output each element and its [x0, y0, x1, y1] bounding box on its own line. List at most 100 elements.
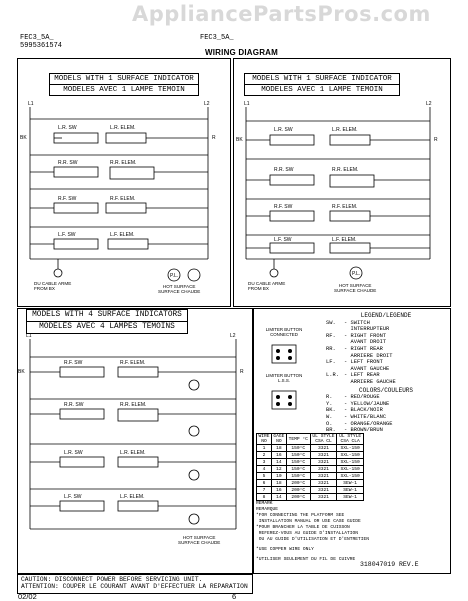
table-cell: 3321: [309, 465, 338, 473]
rr-sw-label: R.R. SW: [274, 167, 294, 173]
legend-item-abbr: LF.: [326, 359, 336, 366]
rr-sw-label: R.R. SW: [64, 402, 84, 408]
table-cell: 200°C: [285, 486, 311, 494]
diagram-top-right: MODELS WITH 1 SURFACE INDICATOR MODELES …: [233, 58, 451, 307]
remark-line: REFEREZ-VOUS AU GUIDE D'INSTALLATION: [256, 531, 358, 536]
pl-label: P.L.: [352, 271, 360, 277]
remark-line: *UTILISER SEULEMENT DU FIL DE CUIVRE: [256, 557, 356, 562]
l2-label: L2: [230, 333, 236, 339]
rr-sw-label: R.R. SW: [58, 160, 78, 166]
page-title: WIRING DIAGRAM: [205, 48, 279, 57]
hot-surface-label: HOT SURFACE SURFACE CHAUDE: [158, 284, 201, 294]
caution-line-en: CAUTION: DISCONNECT POWER BEFORE SERVICI…: [21, 576, 203, 583]
heading-line-fr: MODELES AVEC 1 LAMPE TEMOIN: [63, 86, 185, 94]
part-number: 5995361574: [20, 42, 63, 50]
table-cell: 3321: [309, 493, 338, 501]
color-item-row: R.- RED/ROUGE: [326, 394, 446, 401]
table-cell: 1: [256, 444, 272, 452]
legend-item-row: SW. - SWITCH INTERRUPTEUR: [326, 320, 446, 333]
bk-label: BK: [236, 137, 243, 143]
table-cell: 18: [270, 479, 287, 487]
table-cell: 5: [256, 472, 272, 480]
wire-table-header-cell: TEMP °C: [285, 433, 311, 445]
legend-item-text: - SWITCH INTERRUPTEUR: [344, 319, 390, 333]
color-item-abbr: Y.: [326, 400, 333, 407]
table-cell: 3: [256, 458, 272, 466]
color-item-text: - WHITE/BLANC: [344, 413, 387, 420]
table-cell: 3321: [309, 486, 338, 494]
rf-elem-label: R.F. ELEM.: [332, 204, 357, 210]
colors-title: COLORS/COULEURS: [358, 386, 413, 394]
limiter-connected-illustration: [271, 344, 297, 364]
schematic-top-right: L1 L2 L.R. SW L.R. ELEM. R.R. SW R.R. EL…: [236, 101, 438, 280]
table-cell: 8: [256, 493, 272, 501]
color-item-row: BR.- BROWN/BRUN: [326, 427, 446, 434]
heading-line-fr: MODELES AVEC 1 LAMPE TEMOIN: [261, 86, 383, 94]
color-item-text: - RED/ROUGE: [344, 394, 380, 401]
wire-table-header-cell: UL STYLE CSA CL: [309, 433, 338, 445]
table-cell: SXL-150: [336, 458, 364, 466]
page-number: 6: [232, 592, 237, 601]
rf-sw-label: R.F. SW: [274, 204, 293, 210]
diagram-top-right-heading: MODELS WITH 1 SURFACE INDICATOR MODELES …: [244, 73, 400, 96]
color-item-text: - ORANGE/ORANGE: [344, 420, 393, 427]
remark-title: REMARK: [256, 501, 273, 506]
heading-line-fr: MODELES AVEC 4 LAMPES TEMOINS: [39, 323, 175, 331]
color-item-row: O. - ORANGE/ORANGE: [326, 421, 446, 428]
legend-title: LEGEND/LEGENDE: [360, 312, 412, 319]
diagram-bottom-left: MODELS WITH 4 SURFACE INDICATORS MODELES…: [17, 308, 253, 574]
lr-elem-label: L.R. ELEM.: [110, 125, 136, 131]
color-item-abbr: W.: [326, 413, 333, 420]
remark-line: *POUR BRANCHER LA TABLE DE CUISSON: [256, 525, 350, 530]
bk-label: BK: [20, 135, 27, 141]
color-item-row: Y. - YELLOW/JAUNE: [326, 401, 446, 408]
lr-sw-label: L.R. SW: [58, 125, 77, 131]
legend-item-abbr: RF.: [326, 332, 336, 339]
model-number-right: FEC3_5A_: [200, 34, 234, 42]
table-cell: 150°C: [285, 451, 311, 459]
lf-elem-label: L.F. ELEM.: [120, 494, 144, 500]
color-item-text: - BROWN/BRUN: [344, 427, 383, 434]
lr-sw-label: L.R. SW: [64, 450, 83, 456]
table-cell: SXL-150: [336, 444, 364, 452]
limiter-button-label: LIMITER BUTTON L.S.S.: [265, 373, 303, 383]
legend-item-abbr: SW.: [326, 319, 336, 326]
remark-block: REMARK REMARQUE *FOR CONNECTING THE PLAT…: [256, 501, 448, 563]
legend-item-row: RF.- RIGHT FRONT AVANT DROIT: [326, 333, 446, 346]
limiter-connected-label: LIMITER BUTTON CONNECTED: [265, 327, 303, 337]
schematic-top-left: L1 L2 L.R. SW L.R. ELEM. R.R. SW R.R. EL…: [20, 101, 216, 282]
diagram-bottom-left-heading: MODELS WITH 4 SURFACE INDICATORS MODELES…: [26, 309, 188, 334]
wire-table-header-cell: UL STYLE CSA CLA: [336, 433, 364, 445]
table-cell: 2: [256, 451, 272, 459]
table-cell: SEW-1: [336, 479, 364, 487]
color-item-text: - YELLOW/JAUNE: [344, 400, 390, 407]
wire-table-header-cell: GAGE NO: [270, 433, 287, 445]
table-cell: 14: [270, 493, 287, 501]
table-cell: 200°C: [285, 479, 311, 487]
legend-item-row: LF.- LEFT FRONT AVANT GAUCHE: [326, 359, 446, 372]
r-label: R: [240, 369, 244, 375]
color-item-abbr: O.: [326, 420, 333, 427]
color-item-abbr: BK.: [326, 407, 336, 414]
wire-table-header-cell: WIRE NO: [256, 433, 272, 445]
caution-line-fr: ATTENTION: COUPER LE COURANT AVANT D'EFF…: [21, 583, 248, 590]
lr-elem-label: L.R. ELEM.: [120, 450, 146, 456]
l2-label: L2: [204, 101, 210, 107]
table-cell: 150°C: [285, 472, 311, 480]
legend-item-row: L.R.- LEFT REAR ARRIERE GAUCHE: [326, 372, 446, 385]
color-item-row: BK.- BLACK/NOIR: [326, 407, 446, 414]
rr-elem-label: R.R. ELEM.: [110, 160, 136, 166]
legend-item-text: - LEFT REAR ARRIERE GAUCHE: [344, 372, 396, 385]
rr-elem-label: R.R. ELEM.: [332, 167, 358, 173]
legend-item-text: - RIGHT REAR ARRIERE DROIT: [344, 345, 393, 359]
remark-line: *FOR CONNECTING THE PLATFORM SEE: [256, 513, 345, 518]
lf-sw-label: L.F. SW: [58, 232, 76, 238]
